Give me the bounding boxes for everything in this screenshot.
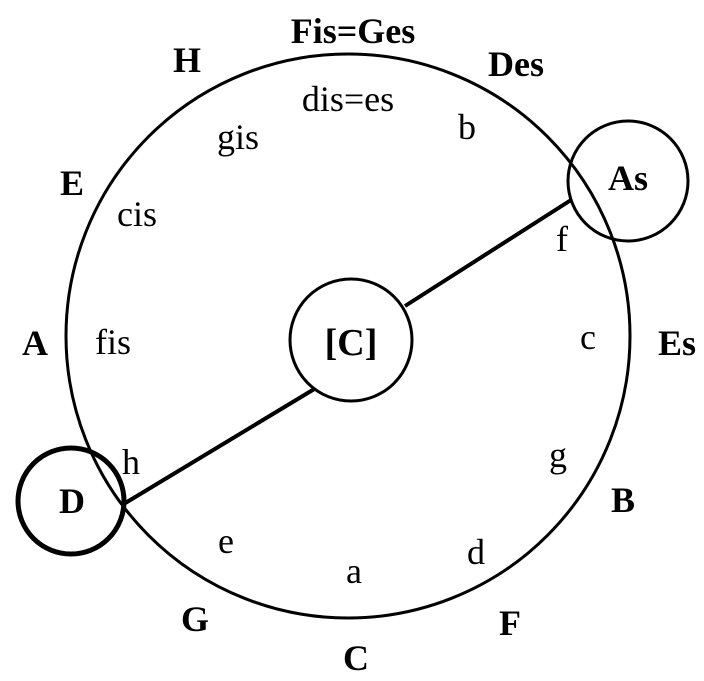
key-label-h-major: H	[173, 40, 201, 80]
key-label-b-major: B	[611, 480, 635, 520]
center-circle	[288, 277, 414, 403]
key-label-des-major: Des	[488, 44, 544, 84]
connector-line-upper	[403, 198, 573, 308]
key-label-g-major: G	[181, 599, 209, 639]
key-label-a-minor: a	[346, 551, 362, 591]
key-label-fis-minor: fis	[95, 322, 131, 362]
key-label-f-major: F	[499, 603, 521, 643]
key-label-g-minor: g	[549, 435, 567, 475]
key-label-b-minor: b	[458, 107, 476, 147]
key-label-gis-minor: gis	[217, 117, 259, 157]
key-label-c-minor: c	[580, 317, 596, 357]
key-label-dis-es-minor: dis=es	[302, 79, 394, 119]
main-circle	[64, 52, 632, 620]
key-label-c-major: C	[343, 638, 369, 678]
key-label-h-minor: h	[122, 442, 140, 482]
key-label-e-minor: e	[218, 521, 234, 561]
key-label-d-minor: d	[467, 532, 485, 572]
highlight-circle-as	[566, 119, 690, 243]
key-label-f-minor: f	[556, 219, 568, 259]
center-label: [C]	[325, 322, 378, 364]
connector-line-lower	[120, 386, 318, 507]
key-label-as-major: As	[608, 158, 648, 198]
key-label-d-major: D	[59, 481, 85, 521]
key-label-cis-minor: cis	[117, 194, 157, 234]
key-label-fis-ges-major: Fis=Ges	[291, 11, 416, 51]
key-label-e-major: E	[60, 163, 84, 203]
highlight-circle-d	[15, 445, 127, 557]
key-label-es-major: Es	[658, 323, 696, 363]
key-label-a-major: A	[22, 323, 48, 363]
